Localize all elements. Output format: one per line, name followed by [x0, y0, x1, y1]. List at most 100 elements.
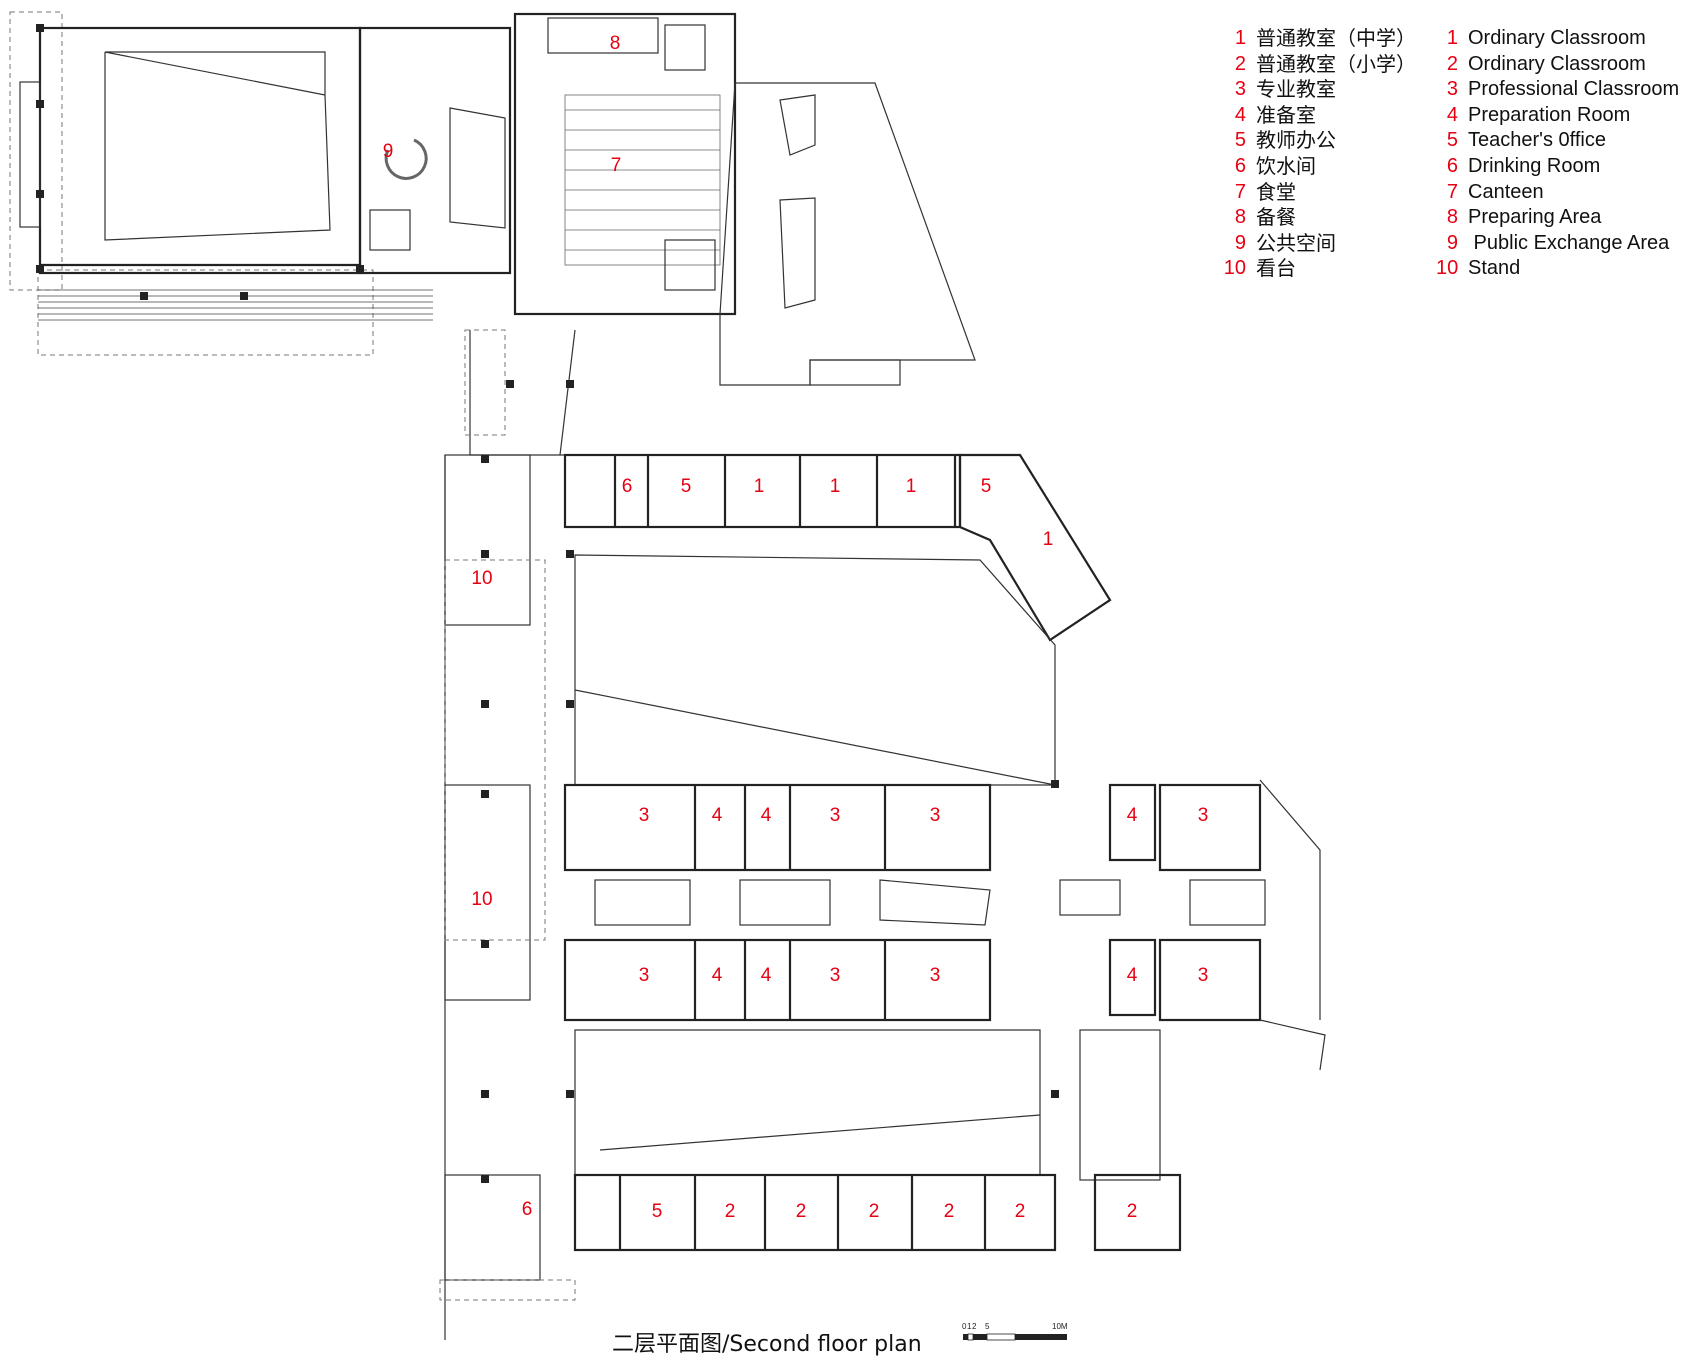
room-number-labels: 7 8 9 10 10 6 5 1 1 1 5 1 3 4 4 3 3 4 3 … [383, 33, 1209, 1222]
room-label-canteen: 7 [611, 155, 622, 176]
connector-corridor [464, 329, 576, 456]
room-label-m2-3a: 3 [639, 965, 650, 986]
terrace [719, 82, 976, 386]
sports-hall [9, 11, 433, 356]
legend-row: 3 专业教室 3 Professional Classroom [1222, 77, 1679, 103]
room-label-preparing: 8 [610, 33, 621, 54]
plan-caption: 二层平面图/Second floor plan [612, 1332, 922, 1357]
canteen-seating [564, 94, 721, 266]
legend-number: 2 [1234, 52, 1246, 75]
scale-label: 1 [967, 1322, 972, 1331]
north-courtyard [574, 554, 1056, 786]
legend-number: 1 [1234, 27, 1246, 49]
legend-chinese-label: 准备室 [1256, 102, 1316, 127]
room-label-m2-3b: 3 [830, 965, 841, 986]
room-label-stand-lower: 10 [471, 889, 492, 910]
legend-number-en: 5 [1446, 129, 1458, 152]
room-label-m2-3d: 3 [1198, 965, 1209, 986]
legend-english-label: Canteen [1468, 180, 1544, 203]
room-label-m1-3a: 3 [639, 805, 650, 826]
room-label-n-1a: 1 [754, 476, 765, 497]
legend-number: 5 [1234, 129, 1246, 152]
legend-number: 9 [1234, 231, 1246, 254]
legend-number-en: 9 [1446, 231, 1458, 254]
room-label-s-5: 5 [652, 1201, 663, 1222]
room-label-m2-4a: 4 [712, 965, 723, 986]
legend-number-en: 2 [1446, 52, 1458, 75]
room-label-m1-4b: 4 [761, 805, 772, 826]
legend-number-en: 4 [1446, 103, 1458, 126]
legend-row: 1 普通教室（中学） 1 Ordinary Classroom [1222, 26, 1679, 52]
legend-number-en: 3 [1446, 78, 1458, 101]
structural-columns [36, 24, 1059, 1183]
room-label-m1-3c: 3 [930, 805, 941, 826]
room-label-m1-4c: 4 [1127, 805, 1138, 826]
room-label-s-2d: 2 [944, 1201, 955, 1222]
scale-label: 10M [1052, 1322, 1068, 1331]
room-label-n-6: 6 [622, 476, 633, 497]
legend-number: 10 [1223, 257, 1246, 280]
legend-chinese-label: 普通教室（小学） [1256, 51, 1416, 76]
legend-number: 7 [1234, 180, 1246, 203]
legend-chinese-label: 专业教室 [1256, 77, 1336, 102]
room-label-m2-4b: 4 [761, 965, 772, 986]
legend-number-en: 1 [1446, 27, 1458, 49]
legend-english-label: Professional Classroom [1468, 78, 1680, 101]
room-label-s-2b: 2 [796, 1201, 807, 1222]
central-classroom-wing-south [563, 779, 1326, 1071]
legend-chinese-label: 公共空间 [1256, 230, 1336, 255]
legend-number-en: 7 [1446, 180, 1458, 203]
legend-chinese-label: 饮水间 [1256, 153, 1316, 178]
legend-chinese-label: 备餐 [1256, 205, 1296, 230]
room-label-public: 9 [383, 141, 394, 162]
room-label-m1-4a: 4 [712, 805, 723, 826]
legend-number: 3 [1234, 78, 1246, 101]
legend-number-en: 10 [1436, 257, 1459, 280]
room-label-n-1c: 1 [906, 476, 917, 497]
room-label-m2-3c: 3 [930, 965, 941, 986]
room-label-s-2c: 2 [869, 1201, 880, 1222]
legend-english-label: Drinking Room [1468, 154, 1601, 177]
south-classroom-wing [439, 1173, 1182, 1301]
scale-label: 0 [962, 1322, 967, 1331]
sports-hall-bleachers [38, 289, 433, 321]
legend-row: 10 看台 10 Stand [1222, 256, 1679, 282]
legend-number: 6 [1234, 154, 1246, 177]
legend-row: 8 备餐 8 Preparing Area [1222, 205, 1679, 231]
legend-number-en: 6 [1446, 154, 1458, 177]
scale-label: 5 [985, 1322, 990, 1331]
south-courtyard [574, 1029, 1161, 1181]
legend-english-label: Preparing Area [1468, 206, 1602, 229]
legend: 1 普通教室（中学） 1 Ordinary Classroom 2 普通教室（小… [1222, 26, 1679, 282]
scale-bar-graphic [963, 1333, 1067, 1341]
room-label-s-6: 6 [522, 1199, 533, 1220]
legend-chinese-label: 普通教室（中学） [1256, 26, 1416, 50]
legend-number-en: 8 [1446, 206, 1458, 229]
room-label-m1-3b: 3 [830, 805, 841, 826]
central-classroom-wing-north [563, 783, 1262, 872]
legend-number: 4 [1234, 103, 1246, 126]
legend-english-label: Ordinary Classroom [1468, 27, 1646, 49]
room-label-s-2a: 2 [725, 1201, 736, 1222]
room-label-m2-4c: 4 [1127, 965, 1138, 986]
west-stair [19, 81, 41, 228]
legend-row: 5 教师办公 5 Teacher's 0ffice [1222, 128, 1679, 154]
room-label-n-1b: 1 [830, 476, 841, 497]
west-stands [444, 454, 546, 1340]
legend-row: 7 食堂 7 Canteen [1222, 180, 1679, 206]
legend-chinese-label: 看台 [1256, 256, 1296, 281]
legend-row: 4 准备室 4 Preparation Room [1222, 103, 1679, 129]
scale-bar: 0 1 2 5 10M [962, 1322, 1072, 1354]
canteen-block [513, 12, 737, 316]
legend-english-label: Public Exchange Area [1468, 231, 1670, 254]
legend-row: 2 普通教室（小学） 2 Ordinary Classroom [1222, 52, 1679, 78]
legend-english-label: Teacher's 0ffice [1468, 129, 1606, 152]
legend-chinese-label: 教师办公 [1256, 128, 1336, 153]
legend-english-label: Preparation Room [1468, 103, 1631, 126]
room-label-s-2f: 2 [1127, 1201, 1138, 1222]
room-label-m1-3d: 3 [1198, 805, 1209, 826]
room-label-n-1d: 1 [1043, 529, 1054, 550]
legend-row: 6 饮水间 6 Drinking Room [1222, 154, 1679, 180]
legend-english-label: Stand [1468, 257, 1521, 280]
